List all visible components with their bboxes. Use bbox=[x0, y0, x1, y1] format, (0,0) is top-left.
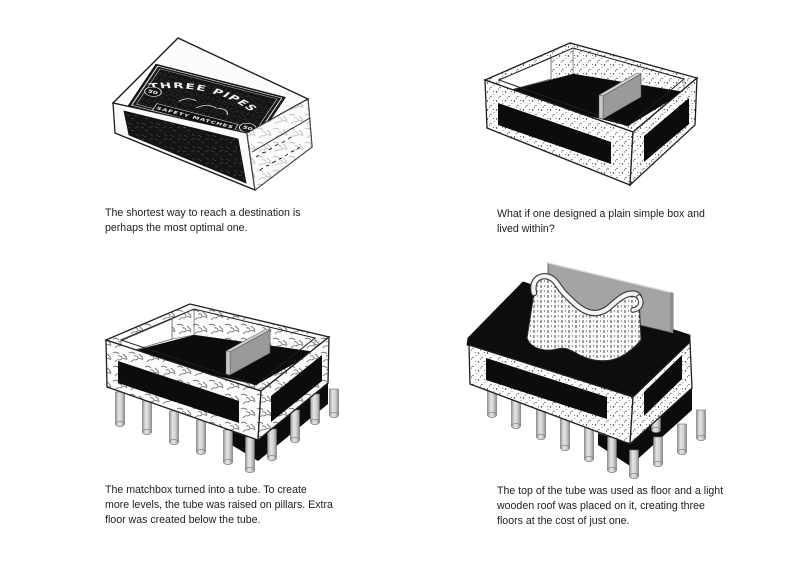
right-window-slot bbox=[644, 355, 682, 416]
box-with-roof-illustration bbox=[466, 262, 706, 479]
wavy-rim-top bbox=[531, 274, 642, 316]
panel-side-edge bbox=[670, 292, 673, 333]
caption-box-on-pillars: The matchbox turned into a tube. To crea… bbox=[105, 484, 333, 527]
right-window-slot bbox=[644, 98, 689, 162]
drawer-seam bbox=[251, 117, 311, 153]
pipes-drawing bbox=[178, 98, 229, 115]
side-markings bbox=[255, 136, 301, 171]
inner-rim-line bbox=[497, 47, 686, 127]
matchbox-striker bbox=[123, 110, 247, 184]
matchbox-illustration: THREE PIPES 50 SAFETY MATCHES 50 bbox=[111, 37, 313, 192]
panel-top-edge bbox=[547, 262, 674, 294]
count-left-text: 50 bbox=[146, 89, 159, 96]
partition-side-edge bbox=[225, 350, 231, 376]
pillars bbox=[115, 388, 339, 473]
right-window-slot bbox=[271, 355, 322, 422]
count-right-text: 50 bbox=[241, 125, 254, 132]
partition-side-edge bbox=[598, 94, 604, 120]
front-window-slot bbox=[118, 361, 239, 423]
caption-matchbox: The shortest way to reach a destination … bbox=[105, 207, 301, 235]
front-window-slot bbox=[486, 358, 607, 419]
box-on-pillars-illustration bbox=[104, 303, 339, 473]
inner-rim-line bbox=[119, 308, 317, 386]
caption-plain-box: What if one designed a plain simple box … bbox=[497, 208, 705, 236]
matchbox-side-texture bbox=[247, 99, 312, 190]
caption-box-with-roof: The top of the tube was used as floor an… bbox=[497, 485, 724, 528]
count-roundel-left bbox=[144, 86, 162, 97]
wavy-rim-curl bbox=[631, 295, 643, 312]
front-window-slot bbox=[498, 103, 611, 164]
extra-floor-below-right bbox=[630, 388, 692, 466]
plain-box-illustration bbox=[483, 42, 699, 187]
